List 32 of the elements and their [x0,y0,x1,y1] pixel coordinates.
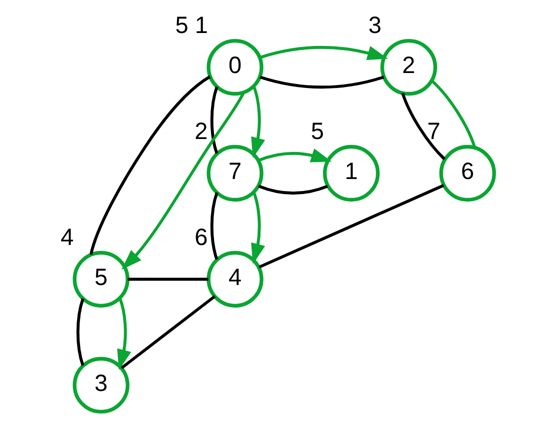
node-circle: 6 [439,144,496,202]
connector [76,298,84,366]
connector [258,184,328,195]
node-circle: 2 [380,38,438,96]
connector [90,75,211,255]
node-label: 4 [60,224,74,250]
node-circle: 5 [72,250,130,308]
node-circle: 3 [72,356,130,414]
connector [430,80,476,148]
node-label: 6 [194,224,208,250]
connector [210,192,218,260]
connector [120,295,216,370]
arrow [260,46,388,60]
node-circle: 0 [206,38,264,96]
arrow [258,148,332,162]
arrow [122,92,245,270]
node-label: 7 [427,118,440,144]
node-circle: 4 [206,250,264,308]
node-label: 5 1 [175,12,208,38]
connector [258,184,444,268]
node-label: 3 [368,12,382,38]
connector [260,76,384,89]
arrow [251,86,266,158]
arrow [117,298,132,370]
connector [128,278,208,281]
connector [401,92,446,160]
arrow [251,192,266,264]
node-circle: 1 [323,144,380,202]
connector [210,86,218,154]
node-circle: 7 [206,144,264,202]
node-label: 5 [310,118,324,144]
node-label: 2 [194,118,208,144]
